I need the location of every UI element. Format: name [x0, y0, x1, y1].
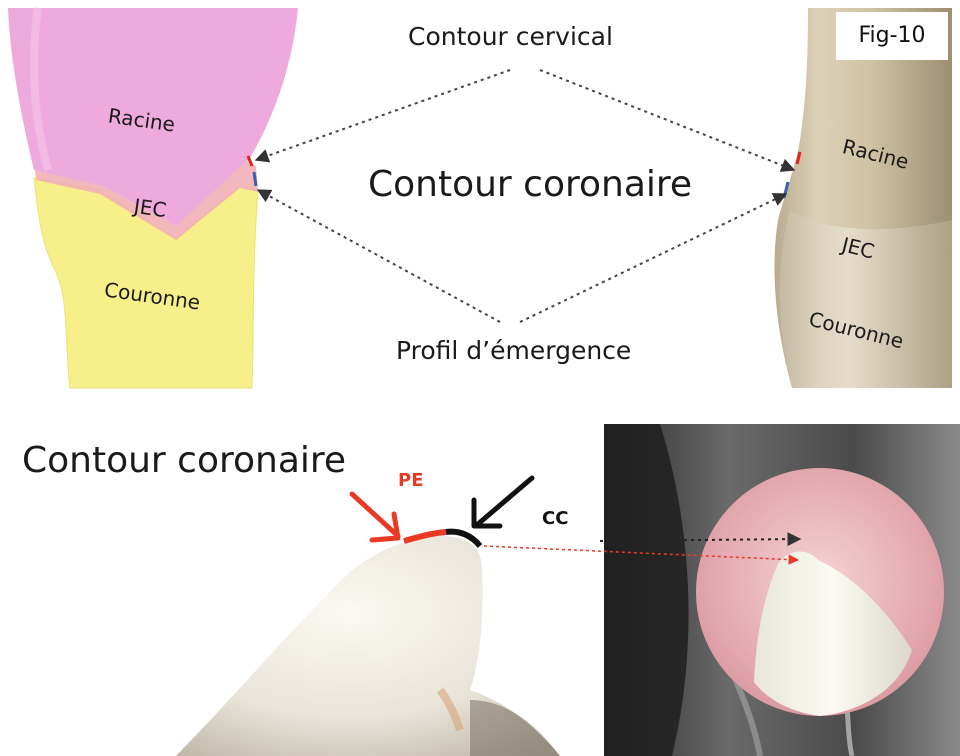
- cervical-arrow-left: [256, 70, 510, 160]
- schematic-crown-label: Couronne: [104, 284, 201, 308]
- cc-label: CC: [542, 508, 568, 529]
- contour-coronaire-label: Contour coronaire: [368, 164, 692, 205]
- clinical-photo: [600, 424, 960, 756]
- contour-cervical-label: Contour cervical: [408, 22, 613, 51]
- schematic-cej-label: JEC: [134, 196, 167, 220]
- cervical-arrow-right: [540, 70, 794, 170]
- bottom-title: Contour coronaire: [22, 440, 346, 481]
- emergence-arrow-right: [520, 194, 786, 322]
- pe-label: PE: [398, 470, 424, 491]
- prepared-tooth-shadow: [470, 700, 560, 756]
- emergence-arrow-left: [258, 190, 500, 322]
- photo-crown-label: Couronne: [808, 318, 905, 342]
- schematic-emergence-mark: [254, 172, 256, 186]
- photo-root-label: Racine: [842, 142, 909, 166]
- pe-pointer-arrow: [352, 494, 398, 540]
- cc-pointer-arrow: [474, 478, 532, 526]
- photo-cej-label: JEC: [842, 236, 875, 260]
- schematic-root-label: Racine: [108, 108, 175, 132]
- profil-emergence-label: Profil d’émergence: [396, 336, 631, 365]
- figure-label: Fig-10: [836, 12, 948, 60]
